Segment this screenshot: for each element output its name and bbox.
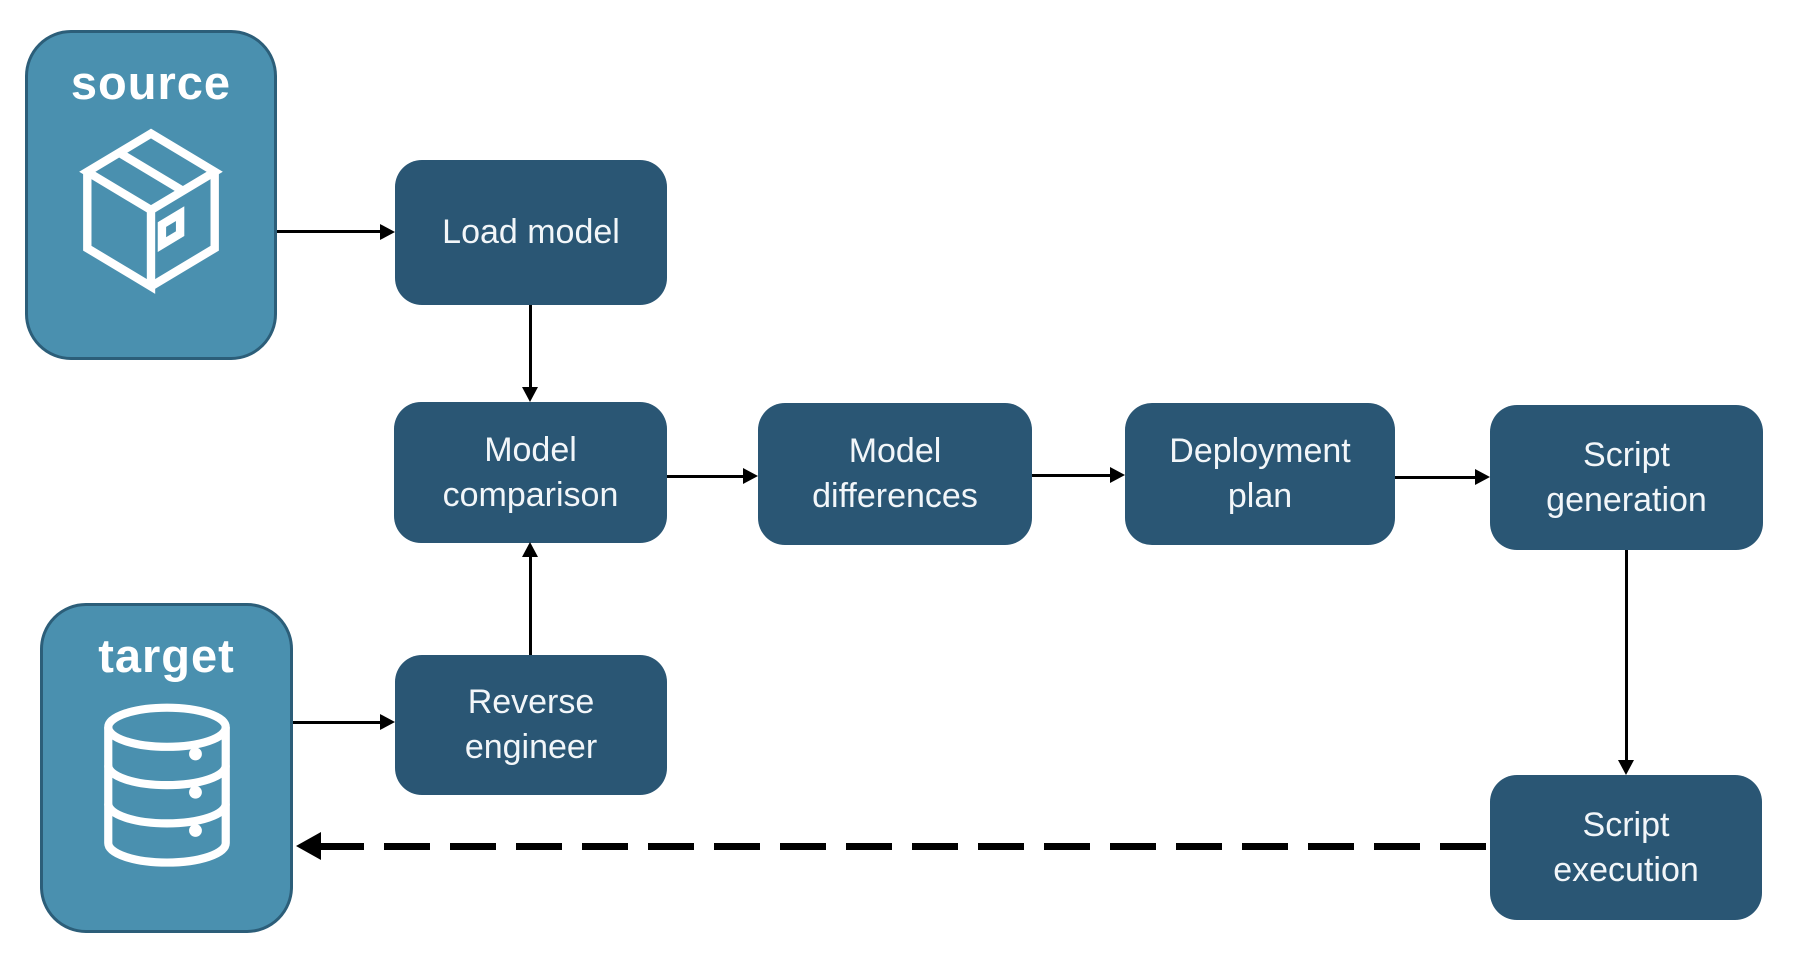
arrowhead-source-to-load-model: [380, 223, 395, 240]
arrowhead-target-to-reverse-engineer: [380, 714, 395, 730]
node-model-differences: Model differences: [758, 403, 1032, 545]
arrow-target-to-reverse-engineer: [293, 720, 381, 724]
target-label: target: [98, 629, 235, 682]
arrowhead-reverse-engineer-to-model-comparison: [522, 542, 538, 557]
arrow-deployment-plan-to-script-generation: [1395, 475, 1476, 479]
node-load-model-label: Load model: [442, 213, 620, 252]
node-deployment-plan: Deployment plan: [1125, 403, 1395, 545]
arrow-script-execution-to-target: [318, 842, 1490, 850]
arrowhead-script-generation-to-script-execution: [1618, 760, 1634, 775]
arrow-source-to-load-model: [277, 230, 381, 233]
arrowhead-load-model-to-model-comparison: [522, 387, 538, 402]
node-model-comparison: Model comparison: [394, 402, 667, 543]
node-script-generation-label: Script generation: [1546, 435, 1707, 519]
node-reverse-engineer: Reverse engineer: [395, 655, 667, 795]
node-script-generation: Script generation: [1490, 405, 1763, 550]
arrow-script-generation-to-script-execution: [1624, 550, 1628, 762]
database-icon: [103, 703, 230, 867]
arrowhead-script-execution-to-target: [296, 832, 321, 860]
package-icon: [79, 128, 223, 294]
node-script-execution-label: Script execution: [1553, 805, 1699, 889]
source-label: source: [70, 56, 232, 109]
node-reverse-engineer-label: Reverse engineer: [464, 683, 598, 766]
node-model-comparison-label: Model comparison: [442, 430, 619, 514]
node-model-differences-label: Model differences: [812, 432, 978, 515]
arrow-reverse-engineer-to-model-comparison: [528, 556, 532, 655]
arrow-model-differences-to-deployment-plan: [1032, 473, 1112, 477]
endpoint-target: target: [40, 603, 293, 933]
arrow-model-comparison-to-model-differences: [667, 474, 745, 478]
node-deployment-plan-label: Deployment plan: [1169, 432, 1351, 515]
node-load-model: Load model: [395, 160, 667, 305]
node-script-execution: Script execution: [1490, 775, 1762, 920]
arrowhead-model-comparison-to-model-differences: [743, 468, 758, 484]
arrowhead-model-differences-to-deployment-plan: [1110, 467, 1125, 483]
arrow-load-model-to-model-comparison: [528, 305, 532, 389]
arrowhead-deployment-plan-to-script-generation: [1475, 469, 1490, 485]
endpoint-source: source: [25, 30, 277, 360]
